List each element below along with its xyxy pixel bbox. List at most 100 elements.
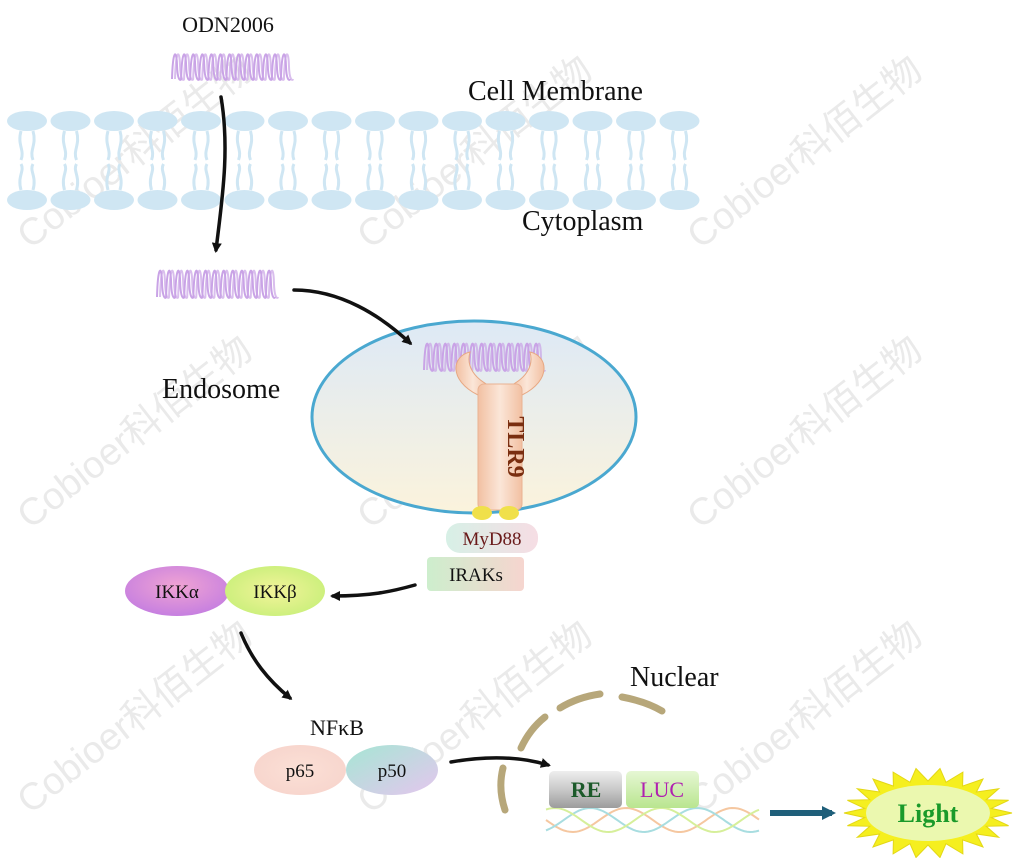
lipid-tail: [465, 130, 471, 161]
lipid-tail: [61, 163, 68, 191]
lipid-head-inner: [137, 190, 178, 210]
lipid-tail: [453, 163, 459, 191]
lipid-tail: [552, 163, 558, 191]
lipid-tail: [247, 163, 254, 191]
lipid-head-inner: [529, 190, 569, 210]
lipid-tail: [148, 130, 155, 161]
oligo-strand: [423, 342, 543, 372]
lipid-head-outer: [442, 111, 482, 131]
lipid-tail: [291, 163, 297, 191]
cell-membrane-bilayer: [7, 111, 700, 210]
tlr9-tir-domain-right: [499, 506, 519, 520]
lipid-tail: [105, 163, 111, 191]
ikk-alpha-node: [125, 566, 229, 616]
luciferase-box: [626, 771, 699, 808]
lipid-head-inner: [442, 190, 482, 210]
lipid-tail: [160, 130, 167, 161]
lipid-tail: [421, 130, 428, 161]
endosome-label: Endosome: [162, 374, 280, 405]
lipid-head-inner: [311, 190, 352, 210]
lipid-tail: [160, 163, 167, 191]
dna-helix: [545, 806, 760, 834]
lipid-tail: [453, 130, 459, 161]
lipid-tail: [18, 130, 24, 161]
lipid-tail: [552, 130, 558, 161]
lipid-tail: [366, 130, 372, 161]
nuclear-label: Nuclear: [630, 662, 719, 693]
lipid-tail: [30, 163, 36, 191]
lipid-tail: [627, 130, 633, 161]
lipid-tail: [30, 130, 36, 161]
lipid-tail: [105, 130, 111, 161]
lipid-tail: [627, 163, 633, 191]
lipid-head-outer: [7, 111, 47, 131]
arrow-to-ikk: [330, 583, 417, 601]
oligo-strand: [426, 342, 546, 372]
dna-strand: [545, 806, 760, 834]
lipid-tail: [670, 130, 677, 161]
lipid-tail: [235, 130, 242, 161]
lipid-tail: [204, 130, 210, 161]
oligo-strand: [156, 269, 276, 299]
lipid-head-outer: [572, 111, 613, 131]
lipid-head-outer: [398, 111, 439, 131]
lipid-tail: [378, 130, 384, 161]
tlr9-label: TLR9: [502, 416, 528, 477]
lipid-head-inner: [485, 190, 526, 210]
dna-strand: [545, 806, 760, 834]
lipid-tail: [148, 163, 155, 191]
lipid-tail: [247, 130, 254, 161]
lipid-head-outer: [529, 111, 569, 131]
cytoplasm-label: Cytoplasm: [522, 206, 644, 237]
lipid-tail: [421, 163, 428, 191]
lipid-head-inner: [181, 190, 221, 210]
odn-oligo-cytoplasm: [156, 269, 279, 299]
myd88-label: MyD88: [462, 529, 521, 550]
lipid-tail: [378, 163, 384, 191]
light-label: Light: [898, 799, 959, 828]
odn-oligo-endosome: [423, 342, 546, 372]
lipid-head-outer: [659, 111, 700, 131]
nuclear-envelope-segment: [497, 764, 509, 814]
p65-label: p65: [286, 761, 315, 782]
lipid-tail: [639, 163, 645, 191]
lipid-tail: [583, 130, 590, 161]
lipid-tail: [117, 130, 123, 161]
watermark-text: Cobioer科佰生物: [10, 613, 261, 822]
arrow-to-endosome: [292, 288, 413, 346]
ikk-beta-label: IKKβ: [253, 582, 296, 603]
lipid-tail: [595, 130, 602, 161]
oligo-strand: [171, 53, 291, 81]
lipid-tail: [235, 163, 242, 191]
lipid-tail: [291, 130, 297, 161]
lipid-tail: [192, 163, 198, 191]
lipid-tail: [73, 130, 80, 161]
lipid-tail: [540, 130, 546, 161]
lipid-tail: [409, 130, 416, 161]
lipid-tail: [322, 130, 329, 161]
lipid-head-outer: [485, 111, 526, 131]
dna-strand: [545, 806, 760, 834]
watermark-text: Cobioer科佰生物: [680, 48, 931, 257]
lipid-head-inner: [398, 190, 439, 210]
lipid-tail: [279, 130, 285, 161]
lipid-head-inner: [616, 190, 656, 210]
lipid-head-outer: [50, 111, 91, 131]
lipid-head-inner: [355, 190, 395, 210]
myd88-box: [446, 523, 538, 553]
lipid-tail: [540, 163, 546, 191]
lipid-tail: [682, 163, 689, 191]
watermark-text: Cobioer科佰生物: [10, 328, 261, 537]
lipid-tail: [61, 130, 68, 161]
oligo-strand: [174, 53, 294, 81]
p50-label: p50: [378, 761, 407, 782]
lipid-head-outer: [137, 111, 178, 131]
lipid-head-inner: [94, 190, 134, 210]
p65-node: [254, 745, 346, 795]
lipid-tail: [334, 130, 341, 161]
nuclear-envelope: [497, 690, 666, 814]
luciferase-label: LUC: [640, 777, 684, 802]
nuclear-envelope-segment: [517, 713, 549, 752]
nuclear-envelope-segment: [556, 690, 604, 712]
